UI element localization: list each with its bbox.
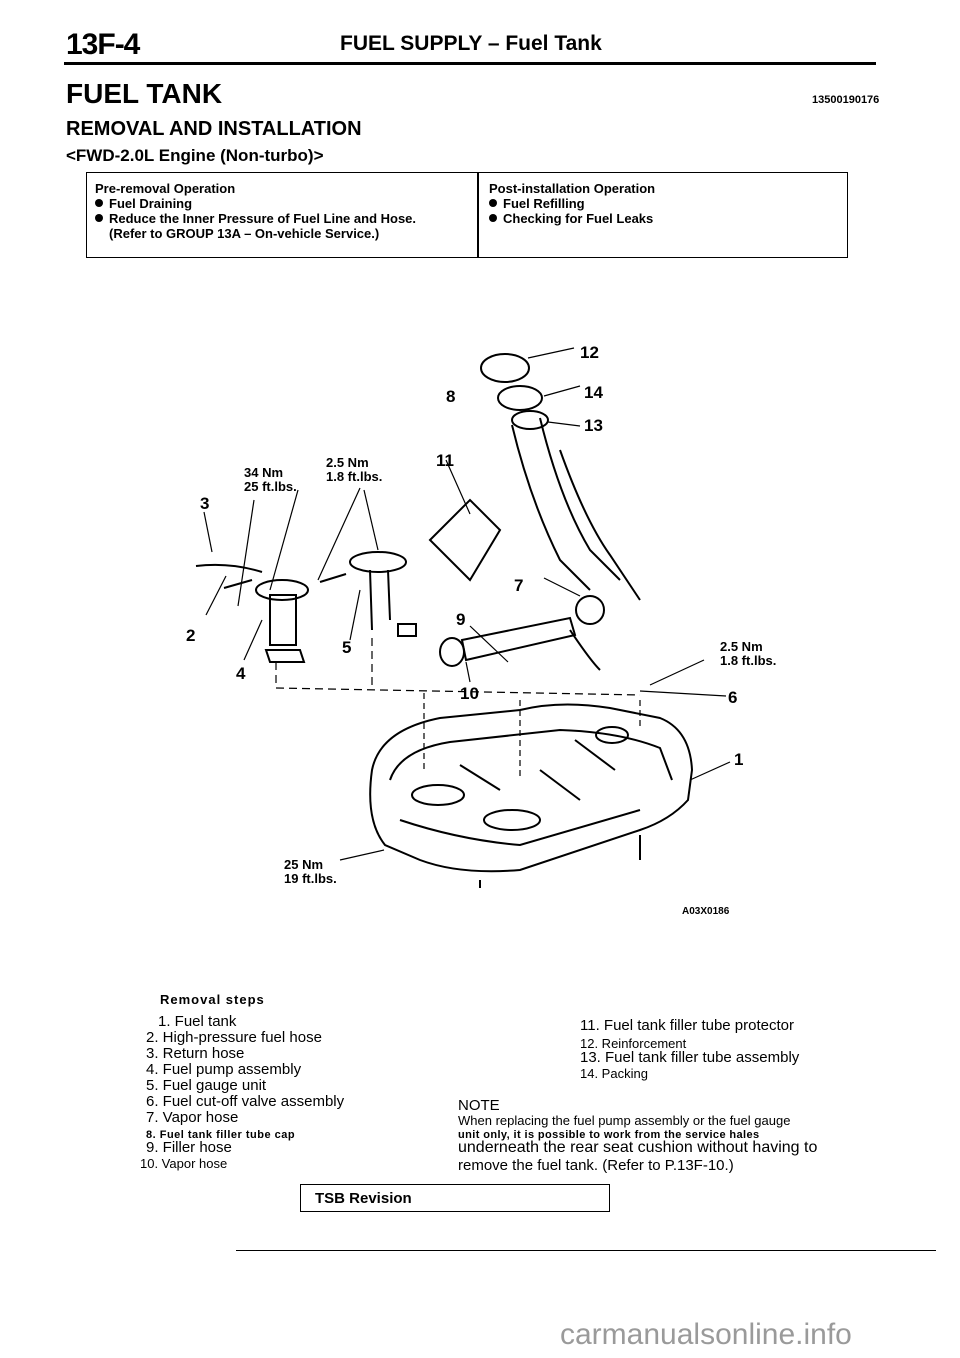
watermark: carmanualsonline.info xyxy=(560,1318,852,1351)
section-code: 13500190176 xyxy=(812,94,880,106)
removal-step: 6. Fuel cut-off valve assembly xyxy=(146,1093,345,1110)
removal-step: 13. Fuel tank filler tube assembly xyxy=(580,1049,800,1066)
section-subtitle: REMOVAL AND INSTALLATION xyxy=(66,118,362,140)
post-installation-item: Fuel Refilling xyxy=(489,196,847,211)
callout-7: 7 xyxy=(514,576,524,595)
note-text: underneath the rear seat cushion without… xyxy=(458,1139,818,1156)
removal-step: 12. Reinforcement xyxy=(580,1036,687,1051)
callout-5: 5 xyxy=(342,638,352,657)
callout-10: 10 xyxy=(460,684,479,703)
callout-3: 3 xyxy=(200,494,210,513)
figure-id: A03X0186 xyxy=(682,906,730,917)
callout-13: 13 xyxy=(584,416,603,435)
bullet-icon xyxy=(95,214,103,222)
section-title: FUEL TANK xyxy=(66,78,223,109)
removal-step: 8. Fuel tank filler tube cap xyxy=(146,1129,296,1141)
callout-8: 8 xyxy=(446,387,456,406)
callout-2: 2 xyxy=(186,626,196,645)
pre-removal-heading: Pre-removal Operation xyxy=(95,181,236,196)
post-installation-box: Post-installation Operation Fuel Refilli… xyxy=(478,172,848,258)
engine-spec: <FWD-2.0L Engine (Non-turbo)> xyxy=(66,146,324,165)
fuel-tank-drawing xyxy=(369,703,694,888)
pre-removal-item: Fuel Draining xyxy=(95,196,477,211)
removal-step: 2. High-pressure fuel hose xyxy=(146,1029,322,1046)
removal-step: 14. Packing xyxy=(580,1066,648,1081)
filler-hose-drawing xyxy=(439,616,601,671)
note-text: When replacing the fuel pump assembly or… xyxy=(458,1113,791,1128)
callout-11: 11 xyxy=(436,451,454,470)
removal-step: 3. Return hose xyxy=(146,1045,245,1062)
removal-step: 10. Vapor hose xyxy=(140,1156,228,1171)
tsb-revision-box: TSB Revision xyxy=(300,1184,610,1212)
running-title: FUEL SUPPLY – Fuel Tank xyxy=(340,32,602,55)
callout-6: 6 xyxy=(728,688,738,707)
pre-removal-item: (Refer to GROUP 13A – On-vehicle Service… xyxy=(109,226,380,241)
bullet-icon xyxy=(489,214,497,222)
pre-removal-box: Pre-removal Operation Fuel Draining Redu… xyxy=(86,172,478,258)
footer-rule xyxy=(236,1250,936,1251)
removal-step: 7. Vapor hose xyxy=(146,1109,239,1126)
exploded-diagram xyxy=(195,347,731,888)
removal-steps-title: Removal steps xyxy=(160,992,265,1007)
removal-step: 1. Fuel tank xyxy=(158,1013,237,1030)
removal-step: 11. Fuel tank filler tube protector xyxy=(580,1017,794,1034)
removal-step: 9. Filler hose xyxy=(146,1139,232,1156)
note-label: NOTE xyxy=(458,1097,500,1114)
removal-step: 4. Fuel pump assembly xyxy=(146,1061,302,1078)
callout-9: 9 xyxy=(456,610,466,629)
filler-tube-drawing xyxy=(428,353,641,625)
page-number: 13F-4 xyxy=(66,28,140,61)
removal-step: 5. Fuel gauge unit xyxy=(146,1077,267,1094)
bullet-icon xyxy=(95,199,103,207)
note-text: unit only, it is possible to work from t… xyxy=(458,1129,760,1141)
callout-4: 4 xyxy=(236,664,246,683)
callout-14: 14 xyxy=(584,383,603,402)
post-installation-heading: Post-installation Operation xyxy=(489,181,656,196)
pre-removal-item: Reduce the Inner Pressure of Fuel Line a… xyxy=(95,211,477,226)
leader-lines xyxy=(203,347,731,861)
bullet-icon xyxy=(489,199,497,207)
header-rule xyxy=(64,62,876,65)
note-text: remove the fuel tank. (Refer to P.13F-10… xyxy=(458,1157,734,1174)
callout-12: 12 xyxy=(580,343,599,362)
fuel-pump-drawing xyxy=(195,551,417,663)
callout-1: 1 xyxy=(734,750,744,769)
post-installation-item: Checking for Fuel Leaks xyxy=(489,211,847,226)
